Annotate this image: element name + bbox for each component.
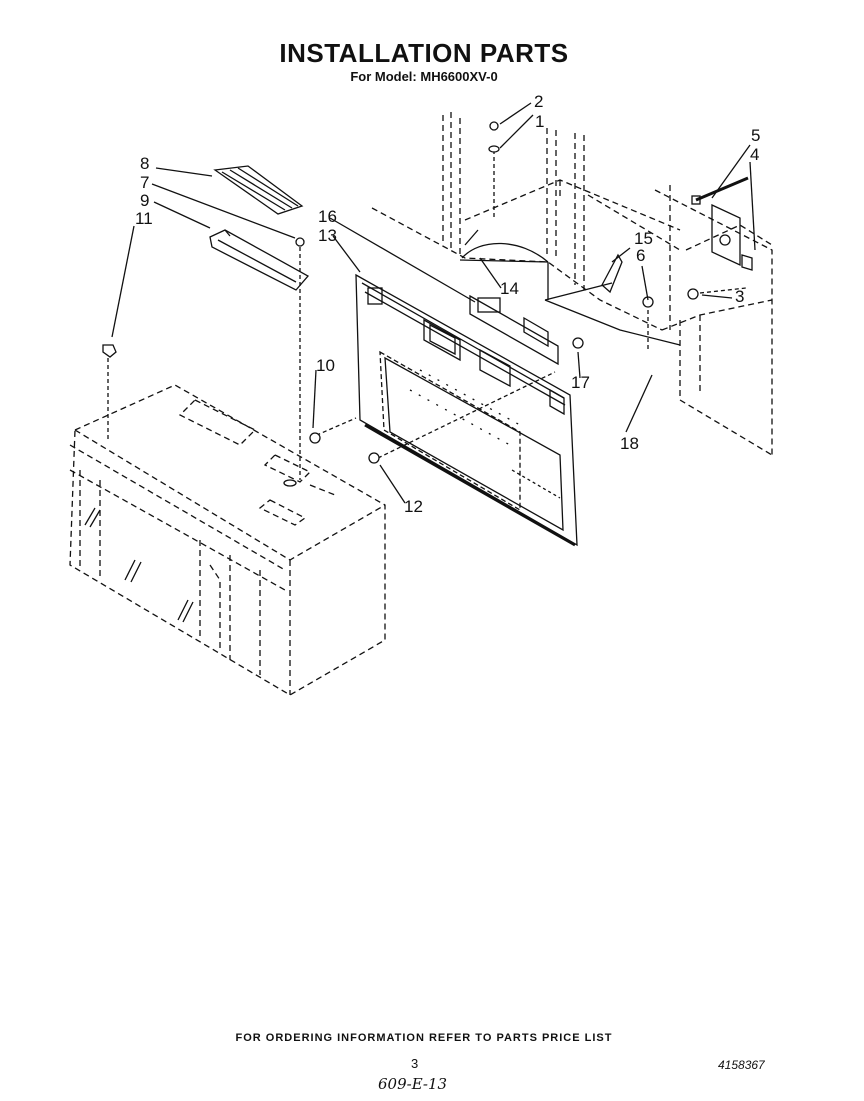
damper-part-9: [209, 229, 310, 291]
callout-7: 7: [140, 173, 150, 192]
document-number: 4158367: [718, 1058, 765, 1072]
callout-15: 15: [634, 229, 653, 248]
handwritten-note: 609-E-13: [378, 1075, 448, 1093]
fastener-heads: [102, 121, 699, 487]
page-number: 3: [411, 1056, 419, 1071]
callout-2: 2: [534, 92, 544, 111]
callout-4: 4: [750, 145, 760, 164]
callout-8: 8: [140, 154, 150, 173]
callout-1: 1: [535, 112, 545, 131]
page-title: INSTALLATION PARTS: [279, 38, 569, 68]
callout-17: 17: [571, 373, 590, 392]
callout-12: 12: [404, 497, 423, 516]
callout-18: 18: [620, 434, 639, 453]
wall-bracket-part-4: [711, 203, 753, 271]
callout-16: 16: [318, 207, 337, 226]
vent-grille-part-8: [213, 165, 304, 215]
window-glare-marks: [84, 507, 194, 623]
mounting-template: [461, 242, 549, 263]
callout-9: 9: [140, 191, 150, 210]
mounting-plate: [355, 273, 578, 547]
callout-6: 6: [636, 246, 646, 265]
shelf-plate: [459, 229, 681, 346]
microwave-oven-outline: [69, 384, 386, 696]
leader-lines: [111, 102, 756, 504]
callout-13: 13: [318, 226, 337, 245]
ordering-info-note: FOR ORDERING INFORMATION REFER TO PARTS …: [235, 1032, 613, 1044]
callout-3: 3: [735, 287, 745, 306]
callout-14: 14: [500, 279, 519, 298]
toggle-bolt-part-5: [695, 176, 749, 202]
model-subtitle: For Model: MH6600XV-0: [350, 69, 498, 84]
callout-10: 10: [316, 356, 335, 375]
callout-5: 5: [751, 126, 761, 145]
wall-cabinet-outline: [371, 112, 773, 456]
wire-clip-part-15: [601, 253, 623, 294]
callout-11: 11: [135, 209, 153, 228]
bracket-part-16: [469, 294, 559, 366]
